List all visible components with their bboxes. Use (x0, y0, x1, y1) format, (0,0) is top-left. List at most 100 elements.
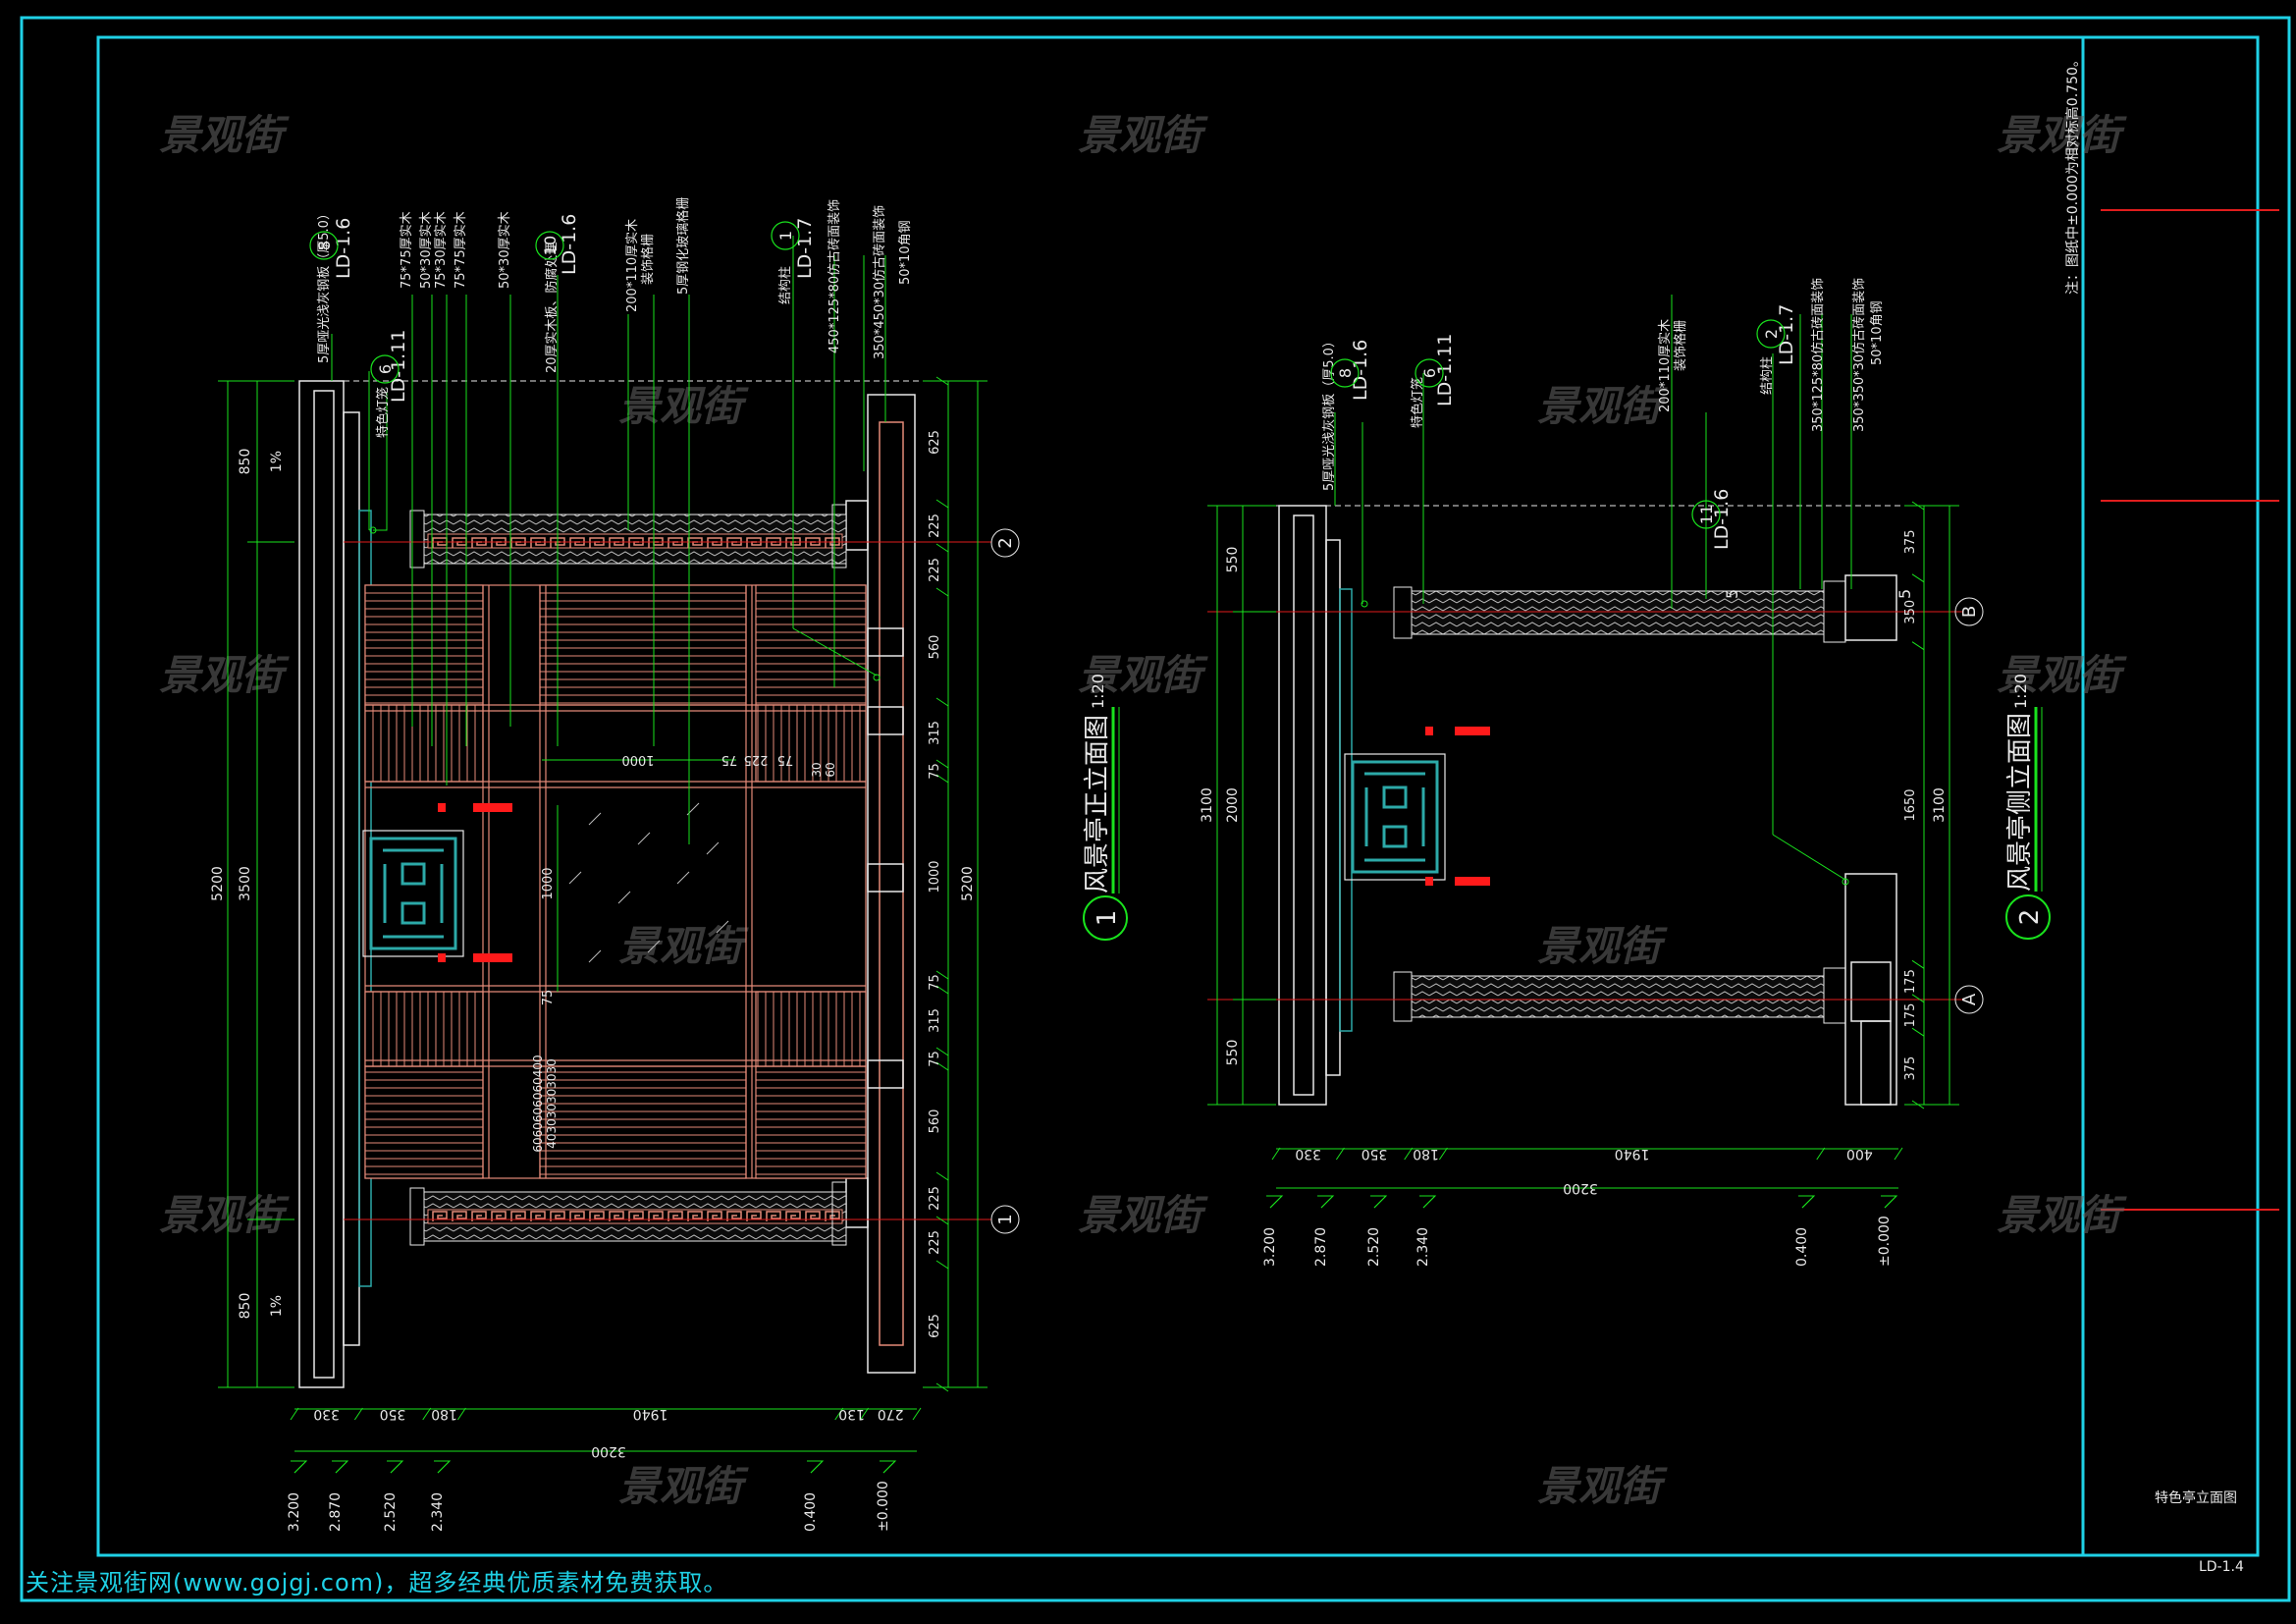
side-callout-numbers: 8 6 11 2 (1336, 329, 1781, 524)
label: 50*30厚实木 (498, 211, 512, 289)
label: 200*110厚实木 (1658, 319, 1673, 412)
dim-tick (860, 1407, 869, 1421)
dim-text: 75 (928, 1051, 942, 1067)
watermark: 景观街 (1078, 1191, 1208, 1239)
dim-tick (456, 1407, 466, 1421)
label: 200*110厚实木 (625, 219, 640, 312)
dim-text: 400 (1846, 1146, 1873, 1162)
lattice-screen (364, 584, 867, 1179)
elevation-leader (335, 1460, 348, 1474)
dim-tick (1911, 501, 1925, 511)
dim-text: 225 (928, 1230, 942, 1255)
elevation-text: 0.400 (1794, 1227, 1810, 1267)
lantern-fittings (1425, 727, 1490, 886)
callout-number: 11 (1697, 505, 1716, 524)
dim-text: 270 (878, 1406, 904, 1422)
label: 5厚哑光浅灰钢板（厚5.0） (317, 207, 332, 363)
right-base (1844, 574, 1897, 1106)
dim-tick (935, 697, 949, 707)
dim-tick (1911, 1100, 1925, 1110)
label: 75*75厚实木 (400, 211, 414, 289)
dim-text: 3200 (1563, 1180, 1598, 1196)
dim-text: 550 (1225, 1040, 1241, 1066)
label: LD-1.6 (559, 214, 580, 275)
front-bottom-dimensions (294, 1408, 917, 1452)
label: 350*450*30仿古砖面装饰 (873, 205, 887, 359)
dim-text: 375 (1903, 529, 1918, 554)
side-bottom-dimensions (1276, 1148, 1898, 1189)
dim-text: 225 (928, 514, 942, 538)
watermark: 景观街 (1997, 651, 2127, 699)
watermark: 景观街 (1537, 922, 1668, 970)
watermark: 景观街 (618, 1462, 749, 1510)
watermark: 景观街 (1078, 651, 1208, 699)
watermark: 景观街 (1997, 111, 2127, 159)
dim-tick (935, 499, 949, 509)
drawing-number: LD-1.4 (2199, 1559, 2244, 1575)
dim-text: 130 (838, 1406, 865, 1422)
bottom-beam-cap-left (409, 1187, 425, 1246)
side-right-dimensions (1904, 505, 1959, 1106)
label: 特色灯笼 (1410, 377, 1425, 428)
leader-lines (331, 236, 886, 844)
watermarks: 景观街 景观街 景观街 景观街 景观街 景观街 景观街 景观街 景观街 景观街 … (159, 111, 2127, 1510)
watermark: 景观街 (618, 922, 749, 970)
dim-text: 1650 (1903, 788, 1918, 821)
dim-tick (935, 985, 949, 995)
dim-text: 330 (313, 1406, 340, 1422)
callout-number: 2 (1762, 329, 1781, 339)
dim-text: 75 (777, 752, 794, 767)
label: 5厚哑光浅灰钢板（厚5.0） (1322, 335, 1337, 491)
elevation-text: 0.400 (803, 1492, 819, 1532)
elevation-leader (1373, 1195, 1387, 1209)
dim-tick (1404, 1147, 1414, 1161)
watermark: 景观街 (1537, 1462, 1668, 1510)
front-callouts (309, 221, 800, 384)
front-left-dim-text: 5200 3500 850 850 1% 1% (210, 449, 285, 1320)
dim-text: 625 (928, 1314, 942, 1338)
elevation-leader (437, 1460, 451, 1474)
drawing-title: 特色亭立面图 (2155, 1489, 2237, 1506)
section-mark: 5 (1723, 589, 1741, 599)
dim-text: 2000 (1225, 787, 1241, 823)
label: 结构柱 (778, 266, 793, 304)
watermark: 景观街 (1537, 382, 1668, 430)
bottom-fret-band (427, 1209, 843, 1224)
elevation-leader (882, 1460, 896, 1474)
dim-tick (935, 759, 949, 769)
top-fret-band (427, 533, 843, 549)
dim-tick (935, 1382, 949, 1392)
dim-text: 850 (238, 449, 253, 475)
elevation-text: 3.200 (1262, 1227, 1278, 1267)
side-labels: 5厚哑光浅灰钢板（厚5.0） LD-1.6 特色灯笼 LD-1.11 200*1… (1322, 278, 1885, 550)
grid-lines (344, 541, 991, 1220)
elevation-text: 3.200 (287, 1492, 302, 1532)
label: 5厚钢化玻璃格栅 (675, 197, 691, 295)
dim-tick (935, 1061, 949, 1071)
dim-tick (1335, 1147, 1345, 1161)
label: 装饰格栅 (640, 234, 656, 285)
dim-text: 315 (928, 721, 942, 745)
front-inner-dims (542, 759, 736, 992)
label: 75*75厚实木 (454, 211, 468, 289)
upper-beam (1411, 590, 1825, 635)
dim-tick (1911, 994, 1925, 1003)
dim-text: 5200 (210, 866, 226, 901)
view-scale: 1:20 (1089, 674, 1107, 709)
side-grid-markers: B A (1954, 597, 1984, 1014)
label: 结构柱 (1760, 356, 1775, 395)
dim-text: 75 (541, 990, 556, 1006)
dim-text: 75 (928, 974, 942, 991)
dim-text: 1000 (621, 752, 654, 767)
callout-number: 10 (541, 236, 560, 255)
grid-label: B (1959, 606, 1980, 618)
dim-text: 560 (928, 635, 942, 660)
view-scale: 1:20 (2011, 674, 2030, 709)
label: 特色灯笼 (375, 387, 391, 438)
front-view-title: 1 风景亭正立面图 1:20 (1083, 674, 1128, 941)
dim-tick (1271, 1147, 1281, 1161)
dim-text: 375 (1903, 1056, 1918, 1081)
dim-text: 75 (721, 752, 738, 767)
